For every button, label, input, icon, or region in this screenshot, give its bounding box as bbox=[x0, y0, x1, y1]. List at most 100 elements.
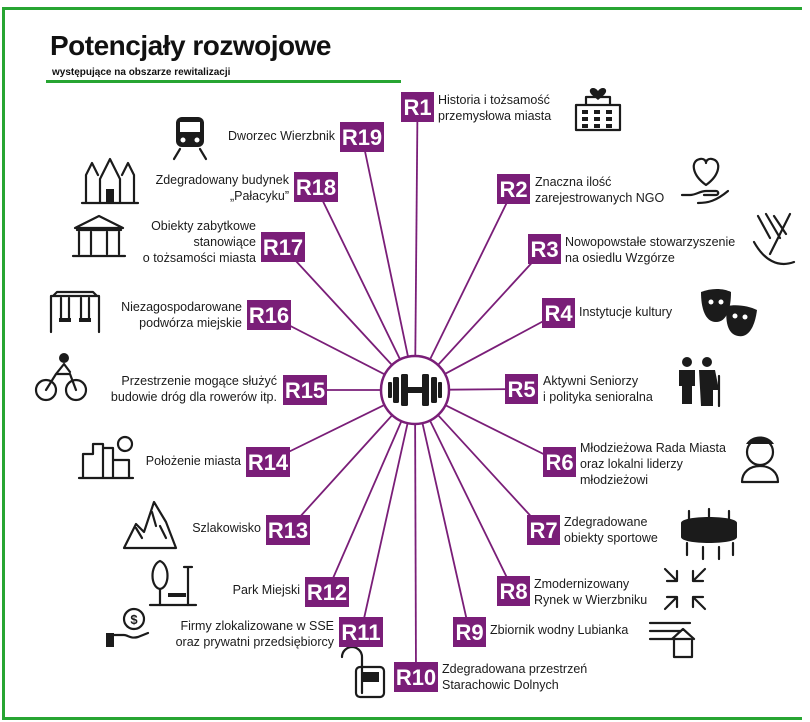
item-label-line: na osiedlu Wzgórze bbox=[565, 251, 675, 265]
node-r18: R18 Zdegradowany budynek „Pałacyku” bbox=[80, 157, 338, 205]
city-icon bbox=[77, 435, 135, 480]
item-label: Park Miejski bbox=[233, 583, 300, 597]
item-label-line: o tożsamości miasta bbox=[143, 251, 256, 265]
badge-r11 bbox=[339, 617, 383, 647]
badge-r18 bbox=[294, 172, 338, 202]
handshake-icon bbox=[752, 212, 796, 266]
connector-line-r17 bbox=[282, 246, 393, 366]
lake-icon bbox=[648, 621, 696, 659]
badge-label: R16 bbox=[249, 303, 289, 328]
item-label-line: Dworzec Wierzbnik bbox=[228, 129, 336, 143]
connector-line-r9 bbox=[421, 422, 471, 633]
badge-r6 bbox=[543, 447, 576, 477]
badge-r7 bbox=[527, 515, 560, 545]
item-label-line: Znaczna ilość bbox=[535, 175, 611, 189]
item-label: Zdegradowany budynek „Pałacyku” bbox=[156, 173, 290, 203]
money-hand-icon: $ bbox=[106, 607, 150, 647]
item-label: Nowopowstałe stowarzyszenie na osiedlu Wz… bbox=[565, 235, 735, 265]
item-label-line: Obiekty zabytkowe bbox=[151, 219, 256, 233]
item-label-line: Starachowic Dolnych bbox=[442, 678, 559, 692]
badge-r15 bbox=[283, 375, 327, 405]
badge-r13 bbox=[266, 515, 310, 545]
seniors-icon bbox=[679, 357, 721, 408]
badge-r10 bbox=[394, 662, 438, 692]
badge-r3 bbox=[528, 234, 561, 264]
bus-stop-icon bbox=[340, 645, 386, 699]
connector-line-r10 bbox=[414, 423, 417, 678]
item-label-line: podwórza miejskie bbox=[139, 316, 242, 330]
item-label-line: Zdegradowany budynek bbox=[156, 173, 290, 187]
connector-line-r3 bbox=[437, 248, 546, 366]
badge-r19 bbox=[340, 122, 384, 152]
badge-label: R8 bbox=[499, 579, 527, 604]
item-label: Instytucje kultury bbox=[579, 305, 673, 319]
heart-hand-icon bbox=[680, 157, 730, 205]
node-r19: R19 Dworzec Wierzbnik bbox=[172, 117, 384, 161]
badge-label: R2 bbox=[499, 177, 527, 202]
item-label-line: Zdegradowana przestrzeń bbox=[442, 662, 587, 676]
badge-r9 bbox=[453, 617, 486, 647]
square-arrows-icon bbox=[663, 567, 707, 611]
palace-icon bbox=[80, 157, 140, 205]
badge-label: R4 bbox=[544, 301, 573, 326]
badge-r4 bbox=[542, 298, 575, 328]
connector-line-r13 bbox=[287, 414, 393, 531]
item-label-line: Nowopowstałe stowarzyszenie bbox=[565, 235, 735, 249]
badge-label: R19 bbox=[342, 125, 382, 150]
node-r7: R7 Zdegradowane obiekty sportowe bbox=[527, 507, 737, 561]
item-label-line: Szlakowisko bbox=[192, 521, 261, 535]
item-label-line: młodzieżowi bbox=[580, 473, 648, 487]
page-frame bbox=[2, 7, 802, 720]
node-r16: R16 Niezagospodarowane podwórza miejskie bbox=[49, 290, 291, 334]
badge-label: R14 bbox=[248, 450, 289, 475]
item-label-line: Aktywni Seniorzy bbox=[543, 374, 639, 388]
item-label-line: Zmodernizowany bbox=[534, 577, 630, 591]
page-subtitle: występujące na obszarze rewitalizacji bbox=[52, 67, 231, 78]
connector-line-r2 bbox=[429, 188, 515, 360]
dumbbell-icon bbox=[388, 374, 442, 406]
connector-line-r4 bbox=[444, 312, 559, 375]
theater-masks-icon bbox=[701, 289, 757, 337]
badge-r12 bbox=[305, 577, 349, 607]
item-label-line: i polityka senioralna bbox=[543, 390, 653, 404]
badge-label: R3 bbox=[530, 237, 558, 262]
title-underline bbox=[46, 80, 401, 83]
item-label-line: oraz prywatni przedsiębiorcy bbox=[176, 635, 335, 649]
page-title: Potencjały rozwojowe bbox=[50, 30, 331, 61]
heart-building-icon bbox=[574, 88, 622, 132]
badge-label: R7 bbox=[529, 518, 557, 543]
badge-label: R5 bbox=[507, 377, 535, 402]
connector-line-r8 bbox=[429, 420, 515, 592]
item-label-line: Zdegradowane bbox=[564, 515, 647, 529]
item-label-line: Przestrzenie mogące służyć bbox=[121, 374, 277, 388]
item-label-line: obiekty sportowe bbox=[564, 531, 658, 545]
badge-r2 bbox=[497, 174, 530, 204]
item-label-line: Niezagospodarowane bbox=[121, 300, 242, 314]
item-label-line: Firmy zlokalizowane w SSE bbox=[180, 619, 334, 633]
item-label: Szlakowisko bbox=[192, 521, 261, 535]
badge-label: R13 bbox=[268, 518, 308, 543]
item-label-line: Historia i tożsamość bbox=[438, 93, 550, 107]
badge-r17 bbox=[261, 232, 305, 262]
node-r4: R4 Instytucje kultury bbox=[542, 289, 757, 337]
node-r13: R13 Szlakowisko bbox=[122, 500, 310, 550]
item-label-line: Położenie miasta bbox=[146, 454, 241, 468]
badge-label: R18 bbox=[296, 175, 336, 200]
badge-label: R10 bbox=[396, 665, 436, 690]
train-icon bbox=[172, 117, 208, 161]
item-label-line: Rynek w Wierzbniku bbox=[534, 593, 647, 607]
svg-text:$: $ bbox=[130, 612, 138, 627]
item-label-line: „Pałacyku” bbox=[230, 189, 289, 203]
